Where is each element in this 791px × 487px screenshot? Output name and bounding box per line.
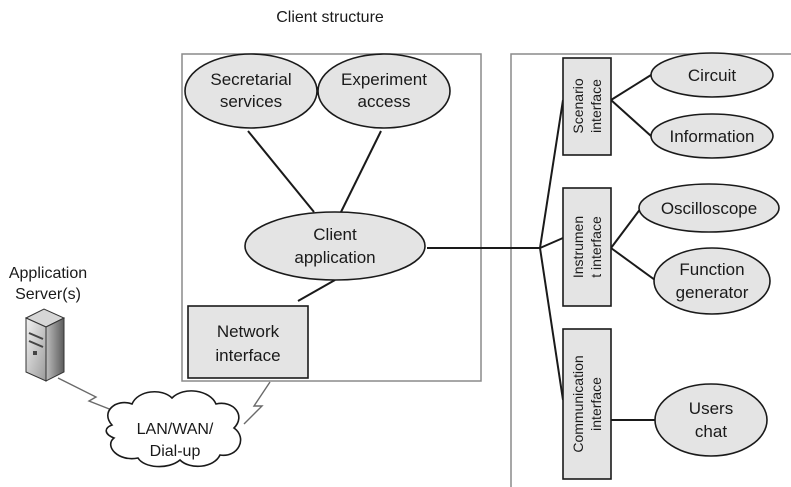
function-generator-node: Function generator: [653, 247, 771, 315]
information-node: Information: [650, 113, 774, 159]
svg-text:application: application: [294, 248, 375, 267]
svg-text:interface: interface: [215, 346, 280, 365]
svg-text:Users: Users: [689, 399, 733, 418]
client-structure-frame: [181, 53, 482, 382]
svg-text:Experiment: Experiment: [341, 70, 427, 89]
svg-text:Circuit: Circuit: [688, 66, 736, 85]
scenario-interface-box: Scenario interface: [562, 57, 612, 156]
server-label-line1: Application: [9, 265, 87, 282]
connector-lines: [247, 74, 656, 421]
server-link-bolt: [57, 377, 123, 415]
svg-text:interface: interface: [588, 79, 604, 133]
svg-text:Secretarial: Secretarial: [210, 70, 291, 89]
svg-text:generator: generator: [676, 283, 749, 302]
client-application-node: Client application: [244, 211, 426, 281]
svg-text:Client: Client: [313, 225, 357, 244]
svg-text:Network: Network: [217, 322, 280, 341]
oscilloscope-node: Oscilloscope: [638, 183, 780, 233]
svg-text:Communication: Communication: [570, 355, 586, 452]
cloud-label-line1: LAN/WAN/: [137, 421, 214, 438]
secretarial-services-node: Secretarial services: [184, 53, 318, 129]
users-chat-node: Users chat: [654, 383, 768, 457]
svg-text:chat: chat: [695, 422, 727, 441]
svg-text:t interface: t interface: [588, 216, 604, 278]
instrument-interface-box: Instrumen t interface: [562, 187, 612, 307]
svg-text:Scenario: Scenario: [570, 78, 586, 133]
network-cloud: LAN/WAN/ Dial-up: [105, 390, 242, 468]
network-interface-box: Network interface: [187, 305, 309, 379]
diagram-title: Client structure: [276, 9, 384, 26]
network-link-bolt: [243, 381, 271, 425]
svg-text:Instrumen: Instrumen: [570, 216, 586, 278]
svg-text:services: services: [220, 92, 282, 111]
server-label-line2: Server(s): [15, 286, 81, 303]
circuit-node: Circuit: [650, 52, 774, 98]
svg-text:interface: interface: [588, 377, 604, 431]
interfaces-frame: [510, 53, 791, 487]
communication-interface-box: Communication interface: [562, 328, 612, 480]
svg-text:Information: Information: [669, 127, 754, 146]
svg-text:Oscilloscope: Oscilloscope: [661, 199, 757, 218]
svg-text:access: access: [358, 92, 411, 111]
cloud-label-line2: Dial-up: [150, 443, 201, 460]
server-icon: [24, 308, 66, 382]
svg-text:Function: Function: [679, 260, 744, 279]
experiment-access-node: Experiment access: [317, 53, 451, 129]
